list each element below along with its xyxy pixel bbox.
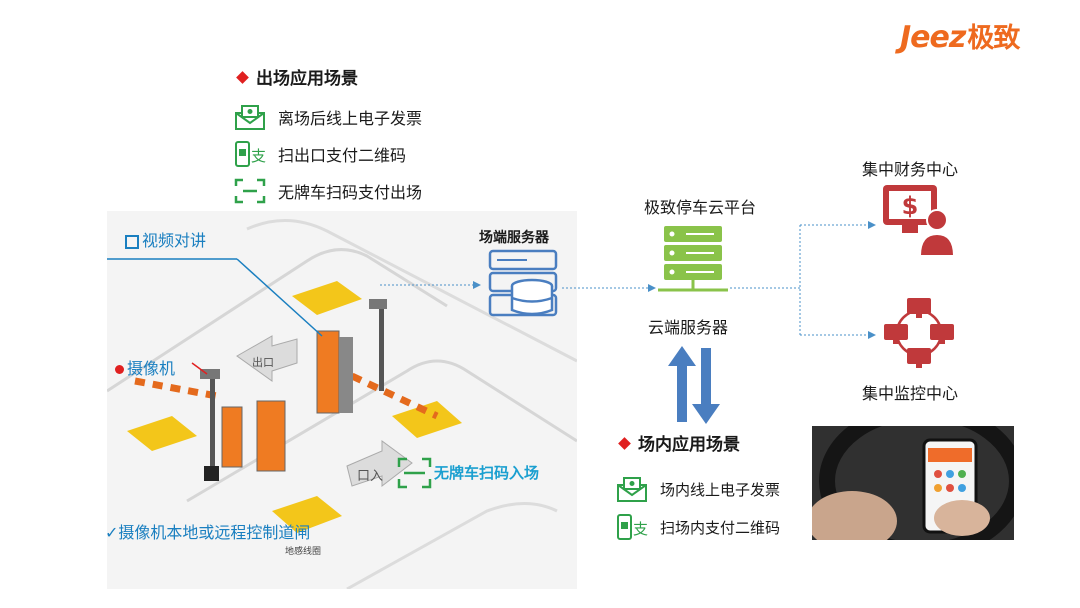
monitor-center-icon xyxy=(884,298,954,368)
site-server-title: 场端服务器 xyxy=(479,230,549,246)
exit-item-label: 无牌车扫码支付出场 xyxy=(278,183,423,202)
exit-item-label: 离场后线上电子发票 xyxy=(278,109,423,128)
phone-in-car-graphic xyxy=(812,426,1014,540)
cloud-server-icon xyxy=(658,226,728,292)
finance-center-label: 集中财务中心 xyxy=(862,160,959,179)
monitor-center-label: 集中监控中心 xyxy=(862,384,959,403)
svg-text:支: 支 xyxy=(633,520,648,538)
camera-control-label: ✓摄像机本地或远程控制道闸 xyxy=(107,523,311,542)
inner-item-label: 扫场内支付二维码 xyxy=(660,518,781,537)
logo-cn: 极致 xyxy=(967,23,1020,54)
parking-scene-graphic xyxy=(107,219,577,589)
bidirectional-arrows-icon xyxy=(668,346,720,424)
qr-pay-icon: 支 xyxy=(235,141,266,167)
svg-text:支: 支 xyxy=(251,147,266,165)
finance-center-icon: $ xyxy=(883,185,956,257)
qr-pay-icon: 支 xyxy=(617,514,648,540)
exit-item-invoice: 离场后线上电子发票 xyxy=(234,104,422,130)
ground-loop-label: 地感线圈 xyxy=(285,547,322,557)
inner-item-label: 场内线上电子发票 xyxy=(660,480,781,499)
cloud-platform-label: 极致停车云平台 xyxy=(644,198,757,217)
exit-section-title: 出场应用场景 xyxy=(236,64,358,89)
exit-item-scan: 无牌车扫码支付出场 xyxy=(234,178,422,204)
site-server-icon xyxy=(488,249,558,317)
envelope-invoice-icon xyxy=(617,477,647,502)
inner-item-invoice: 场内线上电子发票 xyxy=(616,476,780,502)
phone-payment-photo xyxy=(812,426,1014,540)
exit-item-label: 扫出口支付二维码 xyxy=(278,146,407,165)
brand-logo: Jeez极致 xyxy=(900,16,1020,55)
svg-text:$: $ xyxy=(902,192,919,220)
exit-sign-label: 出口 xyxy=(252,356,274,369)
envelope-invoice-icon xyxy=(235,105,265,130)
video-intercom-label: 视频对讲 xyxy=(125,227,206,251)
camera-label: 摄像机 xyxy=(115,355,175,379)
diamond-bullet-icon xyxy=(618,436,631,450)
inner-section-title: 场内应用场景 xyxy=(618,430,740,455)
logo-en: Jeez xyxy=(900,20,966,55)
scan-frame-icon xyxy=(234,178,266,204)
entry-sign-label: 口入 xyxy=(357,469,384,484)
exit-item-qr-pay: 支 扫出口支付二维码 xyxy=(234,141,406,167)
inner-item-qr-pay: 支 扫场内支付二维码 xyxy=(616,514,780,540)
unplated-entry-label: 无牌车扫码入场 xyxy=(434,464,540,482)
cloud-server-label: 云端服务器 xyxy=(648,318,729,337)
